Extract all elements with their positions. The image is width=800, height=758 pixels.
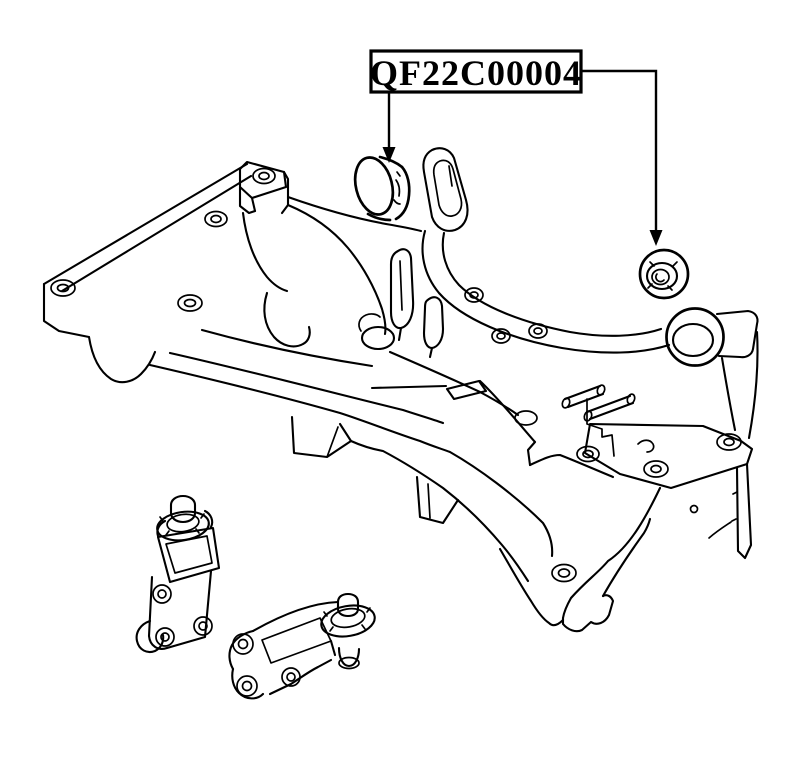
frame-rails bbox=[148, 328, 615, 583]
bushing-ring-housing bbox=[665, 307, 759, 440]
rear-arm-band bbox=[421, 229, 671, 354]
part-label-callout: QF22C00004 bbox=[369, 49, 663, 246]
right-mount-bracket bbox=[228, 592, 376, 700]
bottom-v-tip bbox=[498, 547, 577, 627]
arrow-down-icon bbox=[649, 230, 663, 246]
front-bushing bbox=[353, 155, 411, 222]
part-number-box bbox=[369, 49, 583, 94]
deck-tubes bbox=[561, 384, 655, 457]
rear-bushing bbox=[638, 248, 690, 300]
arrow-down-icon bbox=[382, 147, 396, 163]
left-gusset-plate bbox=[42, 160, 311, 384]
left-mount-bracket bbox=[135, 494, 221, 654]
subframe-crossmember bbox=[42, 147, 759, 633]
center-tower bbox=[286, 195, 445, 359]
rear-crossmember bbox=[561, 422, 754, 633]
trailing-arm-eyelet bbox=[422, 147, 469, 232]
part-number-text: QF22C00004 bbox=[370, 53, 582, 93]
leader-line-right bbox=[582, 69, 658, 233]
